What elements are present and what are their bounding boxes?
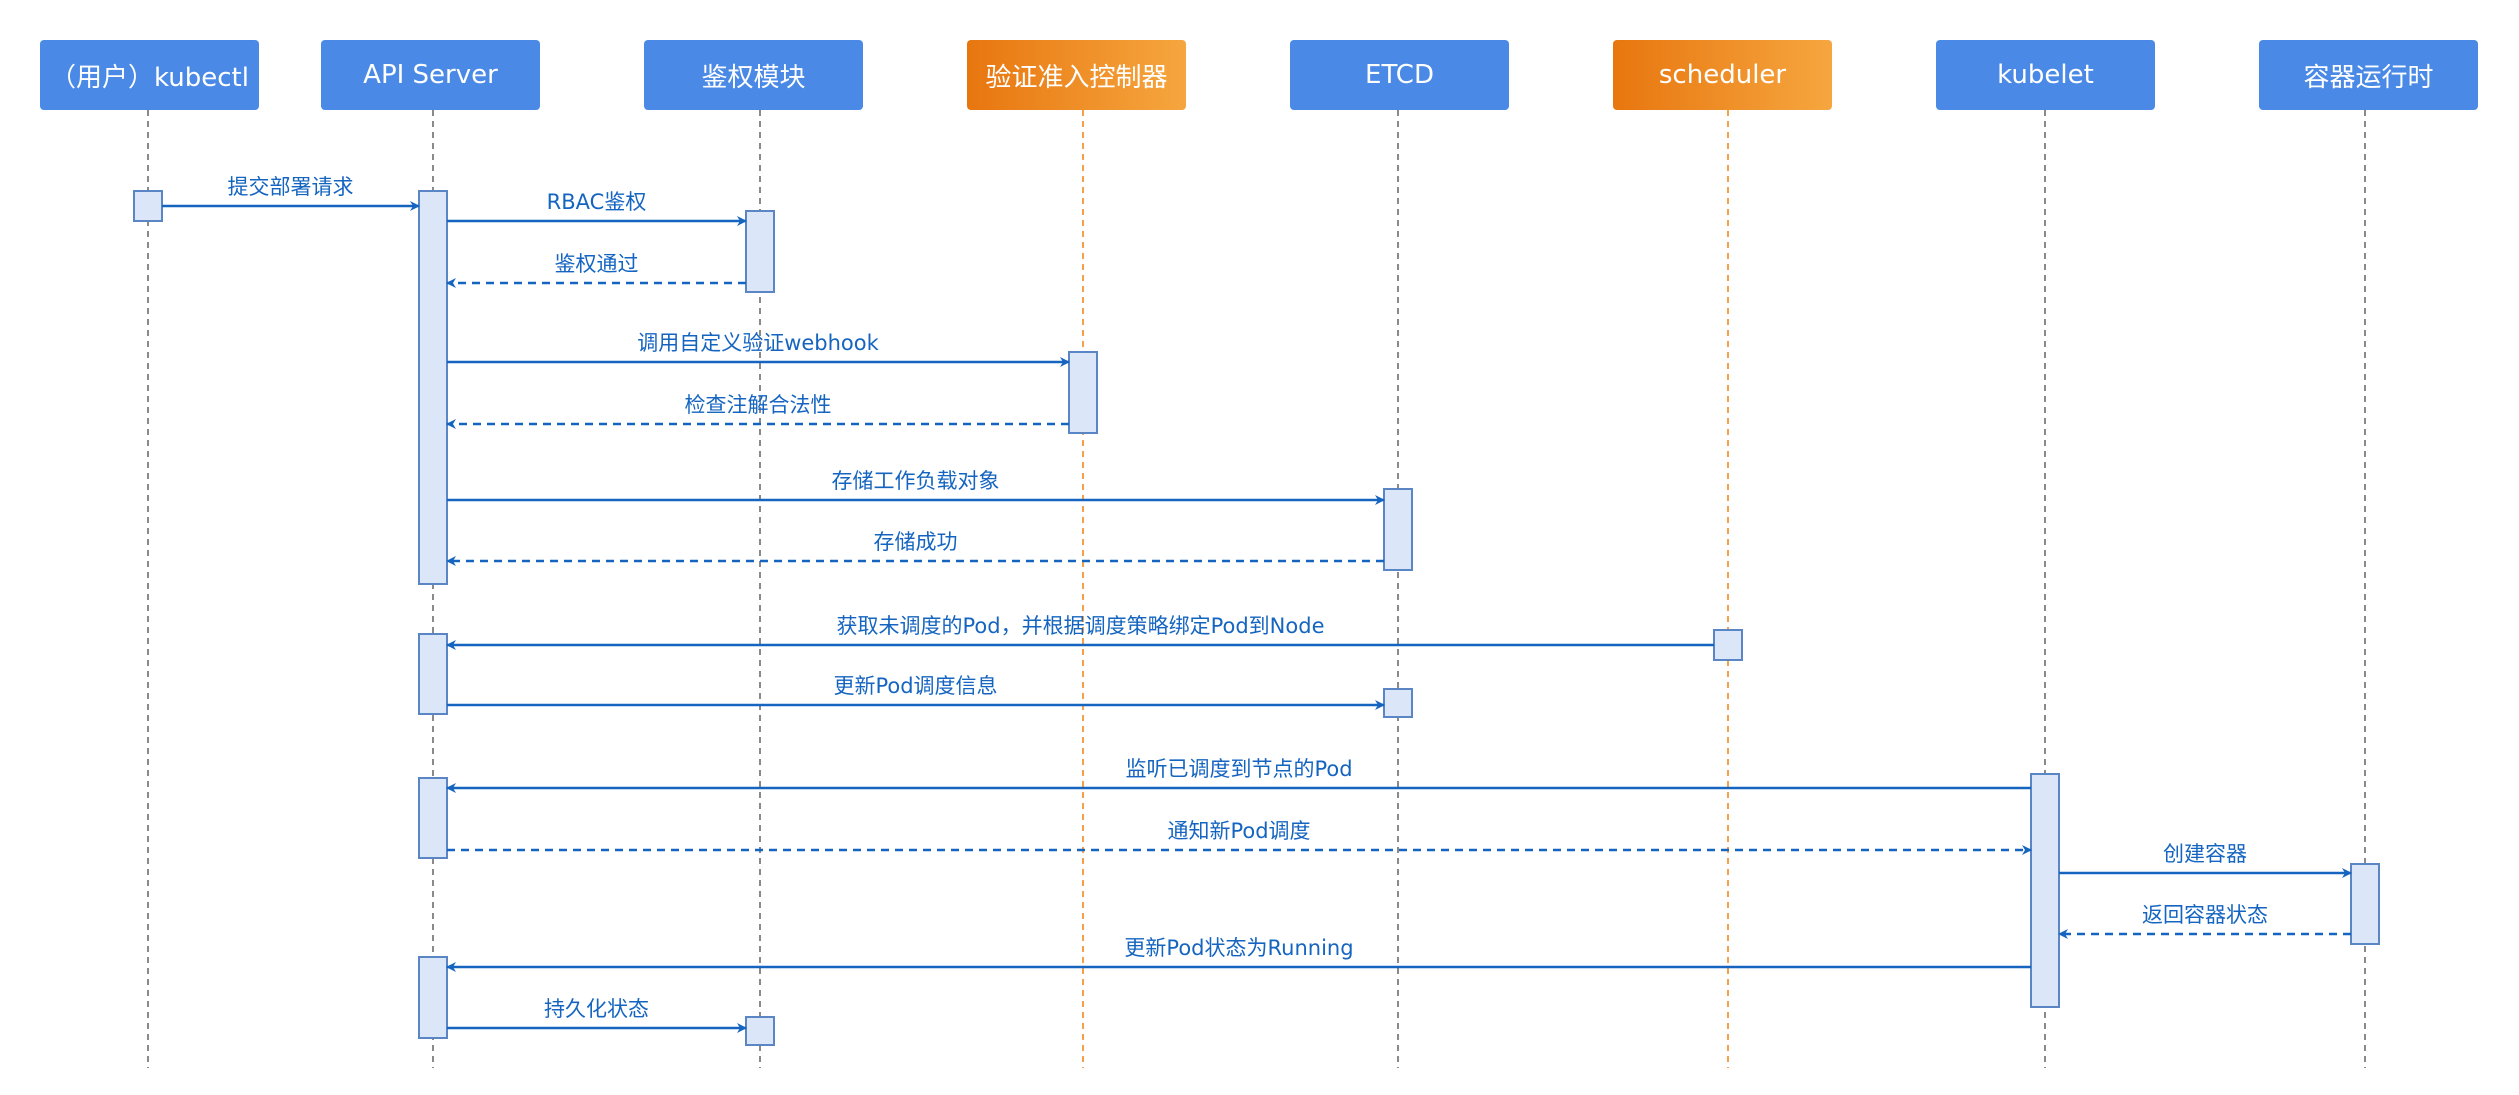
- actor-etcd: ETCD: [1290, 40, 1509, 110]
- activation-box: [133, 190, 163, 222]
- message-label: 持久化状态: [544, 997, 649, 1021]
- message-label: 鉴权通过: [555, 252, 639, 276]
- message-label: 通知新Pod调度: [1167, 819, 1310, 843]
- message-label: 获取未调度的Pod，并根据调度策略绑定Pod到Node: [837, 614, 1325, 638]
- actor-admission-controller: 验证准入控制器: [967, 40, 1186, 110]
- activation-box: [1383, 488, 1413, 571]
- actor-label-auth-module: 鉴权模块: [701, 62, 806, 93]
- message-label: 提交部署请求: [228, 175, 354, 199]
- message-label: 监听已调度到节点的Pod: [1125, 757, 1352, 781]
- actor-label-api-server: API Server: [363, 60, 498, 90]
- message-label: 返回容器状态: [2142, 903, 2268, 927]
- actor-label-kubelet: kubelet: [1997, 60, 2094, 90]
- activation-box: [1068, 351, 1098, 434]
- activation-box: [745, 210, 775, 293]
- message-label: 更新Pod状态为Running: [1124, 936, 1353, 960]
- activation-box: [2350, 863, 2380, 945]
- activation-box: [418, 777, 448, 859]
- activation-box: [418, 190, 448, 585]
- activation-box: [2030, 773, 2060, 1008]
- activation-box: [418, 956, 448, 1039]
- message-label: 调用自定义验证webhook: [637, 331, 879, 355]
- actor-label-etcd: ETCD: [1365, 60, 1434, 90]
- activation-box: [1383, 688, 1413, 718]
- message-label: RBAC鉴权: [547, 190, 647, 214]
- actor-label-admission-controller: 验证准入控制器: [985, 62, 1168, 93]
- actor-label-container-runtime: 容器运行时: [2303, 62, 2434, 93]
- message-label: 存储工作负载对象: [832, 469, 1000, 493]
- activation-box: [1713, 629, 1743, 661]
- actor-api-server: API Server: [321, 40, 540, 110]
- actor-scheduler: scheduler: [1613, 40, 1832, 110]
- message-label: 创建容器: [2163, 842, 2247, 866]
- actor-auth-module: 鉴权模块: [644, 40, 863, 110]
- activation-box: [418, 633, 448, 715]
- actor-kubelet: kubelet: [1936, 40, 2155, 110]
- actor-label-kubectl: （用户）kubectl: [50, 62, 249, 93]
- actor-label-scheduler: scheduler: [1658, 60, 1787, 90]
- activation-box: [745, 1016, 775, 1046]
- message-label: 检查注解合法性: [685, 393, 832, 417]
- actor-container-runtime: 容器运行时: [2259, 40, 2478, 110]
- actor-kubectl: （用户）kubectl: [40, 40, 259, 110]
- message-label: 存储成功: [874, 530, 958, 554]
- message-label: 更新Pod调度信息: [833, 674, 997, 698]
